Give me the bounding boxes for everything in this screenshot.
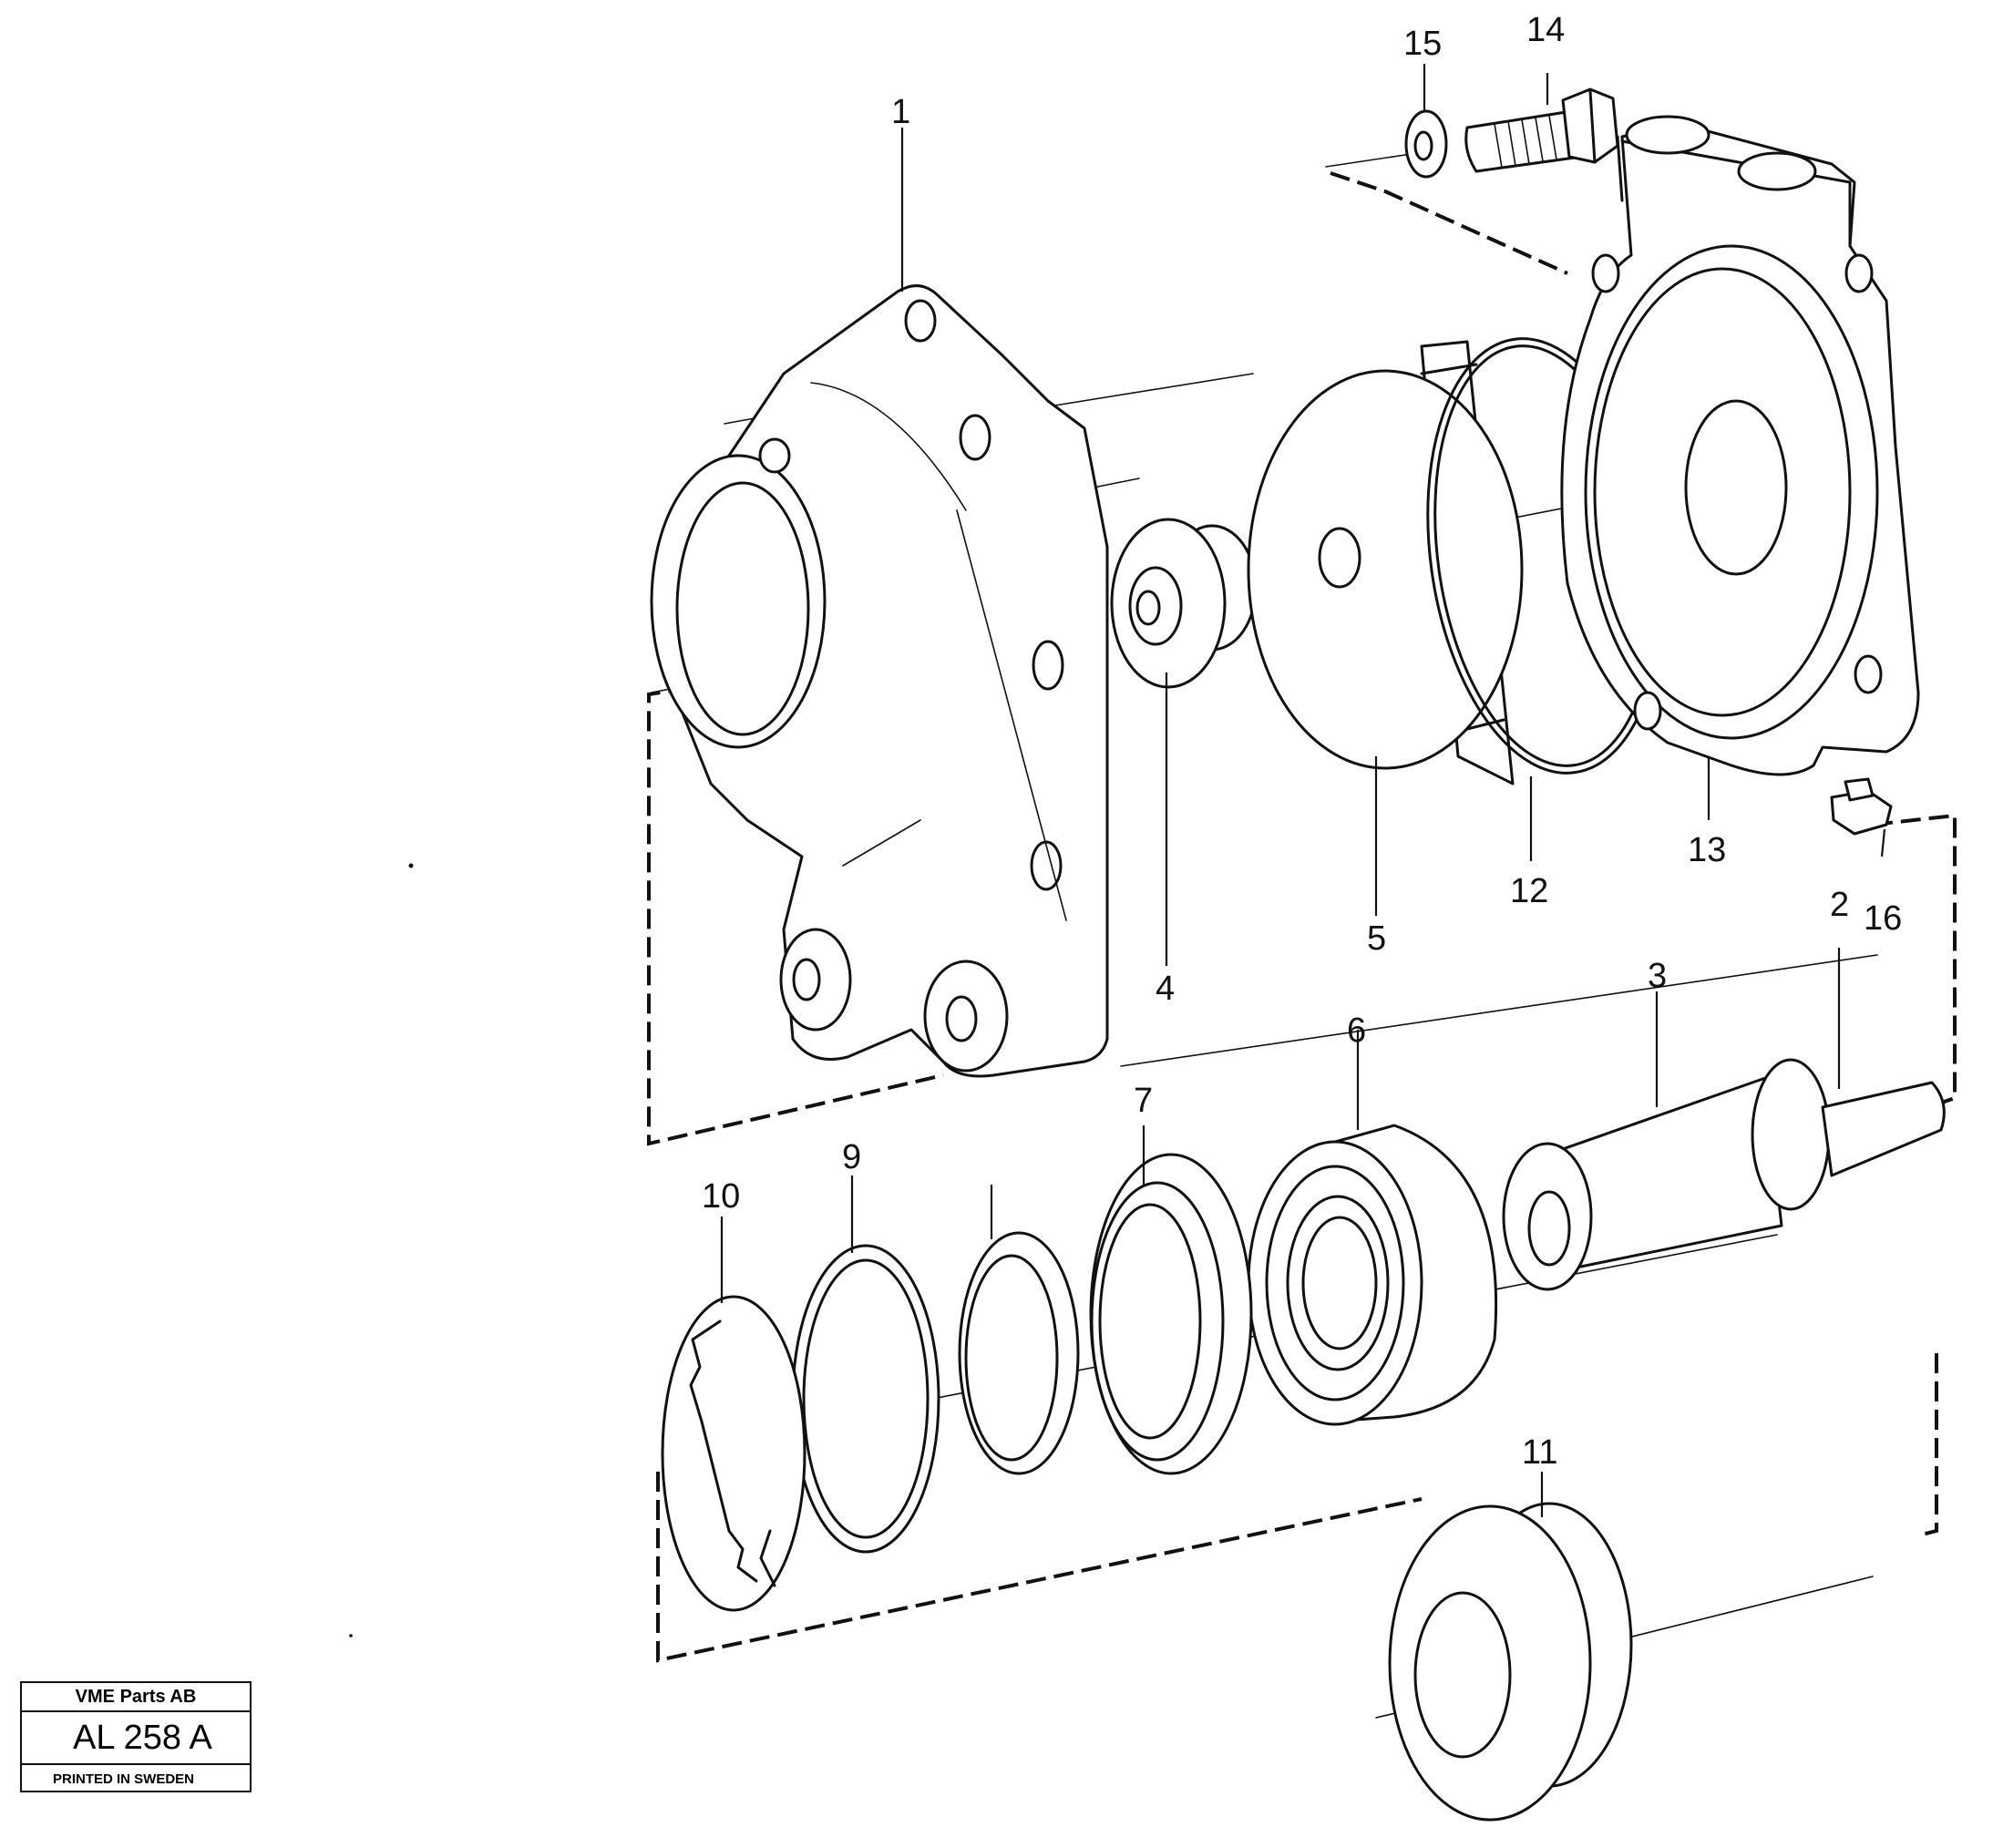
washer-part-15 — [1404, 109, 1448, 179]
bolt-part-14 — [1464, 87, 1619, 173]
callout-leaders — [720, 64, 1886, 1517]
spacer-ring — [958, 1231, 1080, 1475]
callout-6: 6 — [1347, 1011, 1366, 1050]
callout-10: 10 — [702, 1177, 740, 1216]
callout-15: 15 — [1403, 25, 1442, 63]
callout-1: 1 — [891, 93, 910, 131]
callout-5: 5 — [1367, 919, 1386, 958]
callout-9: 9 — [842, 1138, 861, 1176]
pump-housing-part-1 — [650, 284, 1109, 1078]
drain-plug-part-16 — [1830, 777, 1893, 836]
assembly-bracket-right-upper — [1872, 813, 1957, 1106]
seal-ring-part-7 — [1089, 1153, 1253, 1475]
callout-14: 14 — [1526, 11, 1565, 49]
title-block-company: VME Parts AB — [22, 1683, 250, 1712]
pulley-part-11 — [1388, 1502, 1633, 1822]
ring-part-9 — [791, 1244, 940, 1554]
callout-16: 16 — [1864, 899, 1902, 938]
assembly-bracket-lower — [656, 1353, 1938, 1663]
pump-cover-part-13 — [1560, 115, 1920, 776]
print-speck — [349, 1634, 353, 1638]
seal-part-4 — [1110, 518, 1258, 689]
impeller-part-5 — [1247, 340, 1524, 785]
callout-4: 4 — [1156, 970, 1175, 1008]
circlip-part-10 — [661, 1295, 806, 1612]
bearing-part-6 — [1247, 1124, 1498, 1426]
assembly-bracket-top — [1330, 171, 1568, 275]
callout-2: 2 — [1830, 886, 1849, 924]
callout-11: 11 — [1522, 1433, 1557, 1472]
title-block: VME Parts AB AL 258 A PRINTED IN SWEDEN — [20, 1681, 252, 1792]
title-block-footer: PRINTED IN SWEDEN — [22, 1763, 250, 1794]
callout-12: 12 — [1510, 872, 1548, 910]
print-speck — [408, 863, 414, 868]
shaft-part-2 — [1502, 1058, 1946, 1291]
callout-7: 7 — [1134, 1082, 1153, 1120]
callout-3: 3 — [1648, 957, 1667, 995]
title-block-drawing-number: AL 258 A — [73, 1719, 212, 1757]
callout-13: 13 — [1688, 831, 1726, 869]
